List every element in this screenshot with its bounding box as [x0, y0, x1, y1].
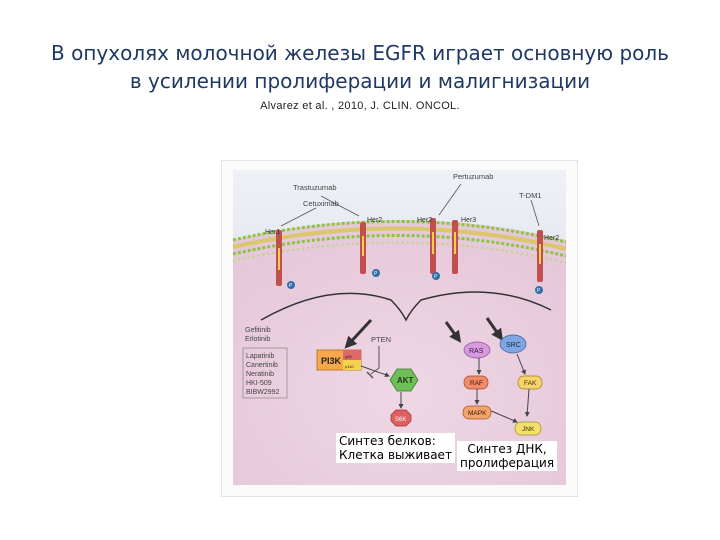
- caption-dna-synthesis: Синтез ДНК, пролиферация: [457, 441, 558, 471]
- arrow-to-ras: [444, 321, 462, 343]
- node-ras: [463, 341, 491, 359]
- arrow-src-to-fak: [516, 353, 526, 375]
- label-fak: FAK: [524, 380, 537, 387]
- tdm1-pointer: [530, 199, 540, 227]
- tki-hki509: HKI-509: [246, 380, 272, 387]
- arrow-fak-to-jnk: [524, 388, 530, 417]
- tki-bibw2992: BIBW2992: [246, 389, 280, 396]
- label-her2-b: Her2: [417, 217, 432, 224]
- cetuximab-pointer: [280, 207, 317, 227]
- label-p85: p85: [345, 354, 352, 359]
- svg-text:P: P: [434, 274, 438, 280]
- node-fak: [517, 375, 543, 390]
- receptor-her2-c: [535, 230, 543, 294]
- tki-neratinib: Neratinib: [246, 371, 274, 378]
- receptor-her1: [276, 230, 295, 289]
- trastuzumab-pointer: [320, 195, 360, 217]
- label-her3: Her3: [461, 217, 476, 224]
- receptor-dimer-her2-her3: [430, 218, 458, 280]
- label-jnk: JNK: [522, 426, 535, 433]
- tki-canertinib: Canertinib: [246, 362, 278, 369]
- tki-gefitinib: Gefitinib: [245, 327, 271, 334]
- membrane-inner-leaflet: [232, 234, 567, 258]
- label-cetuximab: Cetuximab: [303, 199, 339, 208]
- label-raf: RAF: [470, 380, 483, 387]
- node-akt: [389, 368, 419, 392]
- caption-left-line-2: Клетка выживает: [339, 448, 452, 462]
- arrow-to-src: [485, 317, 504, 341]
- label-akt: AKT: [397, 376, 414, 385]
- caption-protein-synthesis: Синтез белков: Клетка выживает: [336, 433, 455, 463]
- node-mapk: [462, 405, 492, 420]
- pten-bar: [366, 371, 374, 379]
- label-pten: PTEN: [371, 335, 391, 344]
- phospho-markers: P P P P: [289, 271, 541, 294]
- membrane-lower-edge: [232, 241, 567, 264]
- receptor-her2-a: [360, 222, 380, 277]
- node-raf: [463, 375, 489, 390]
- node-pi3k: PI3K p85 p110: [316, 349, 362, 371]
- svg-text:P: P: [289, 283, 293, 289]
- label-her2-a: Her2: [367, 217, 382, 224]
- caption-right-line-1: Синтез ДНК,: [467, 442, 547, 456]
- label-tdm1: T-DM1: [519, 191, 542, 200]
- label-trastuzumab: Trastuzumab: [293, 183, 337, 192]
- arrow-to-pi3k: [344, 318, 373, 349]
- pten-inhibition: [370, 346, 380, 375]
- node-jnk: [514, 421, 542, 436]
- membrane-outer-leaflet: [232, 220, 567, 244]
- signal-brace: [260, 291, 552, 322]
- label-her1: Her1: [265, 229, 280, 236]
- label-mapk: MAPK: [468, 410, 487, 417]
- node-src: [499, 334, 527, 354]
- node-s6k: [390, 409, 412, 427]
- title-line-2: в усилении пролиферации и малигнизации: [129, 69, 591, 93]
- label-pi3k: PI3K: [321, 356, 342, 366]
- arrow-mapk-to-jnk: [488, 409, 518, 423]
- label-pertuzumab: Pertuzumab: [453, 172, 493, 181]
- tki-group2-box: [242, 347, 288, 399]
- tki-erlotinib: Erlotinib: [245, 336, 270, 343]
- arrow-pi3k-to-akt: [360, 365, 390, 378]
- citation: Alvarez et al. , 2010, J. CLIN. ONCOL.: [260, 100, 460, 112]
- label-s6k: S6K: [395, 417, 406, 423]
- pertuzumab-pointer: [438, 183, 462, 216]
- label-src: SRC: [506, 342, 521, 349]
- caption-right-line-2: пролиферация: [460, 456, 555, 470]
- label-p110: p110: [345, 364, 354, 369]
- label-ras: RAS: [469, 348, 484, 355]
- tki-lapatinib: Lapatinib: [246, 353, 275, 360]
- caption-left-line-1: Синтез белков:: [339, 434, 436, 448]
- svg-text:P: P: [374, 271, 378, 277]
- label-her2-c: Her2: [544, 235, 559, 242]
- her-signaling-diagram: Trastuzumab Cetuximab Pertuzumab T-DM1 H…: [221, 160, 578, 497]
- title-line-1: В опухолях молочной железы EGFR играет о…: [51, 41, 669, 65]
- svg-text:P: P: [537, 288, 541, 294]
